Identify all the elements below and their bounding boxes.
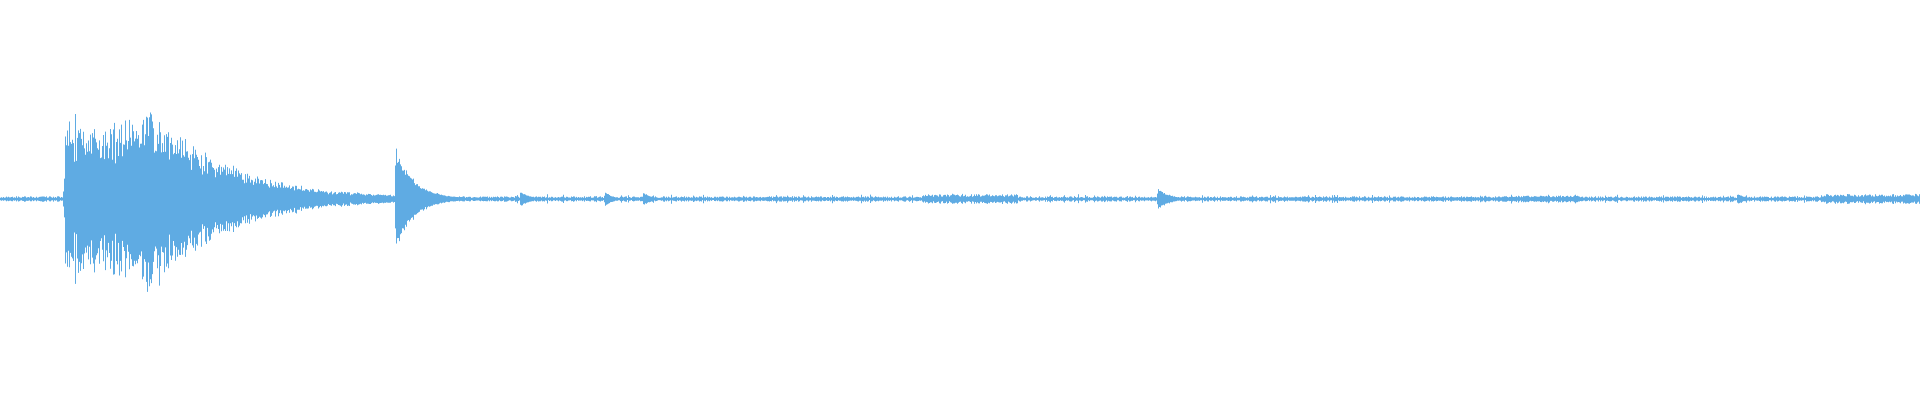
- waveform-amplitude-path: [0, 112, 1920, 292]
- waveform-bars: [0, 112, 1920, 292]
